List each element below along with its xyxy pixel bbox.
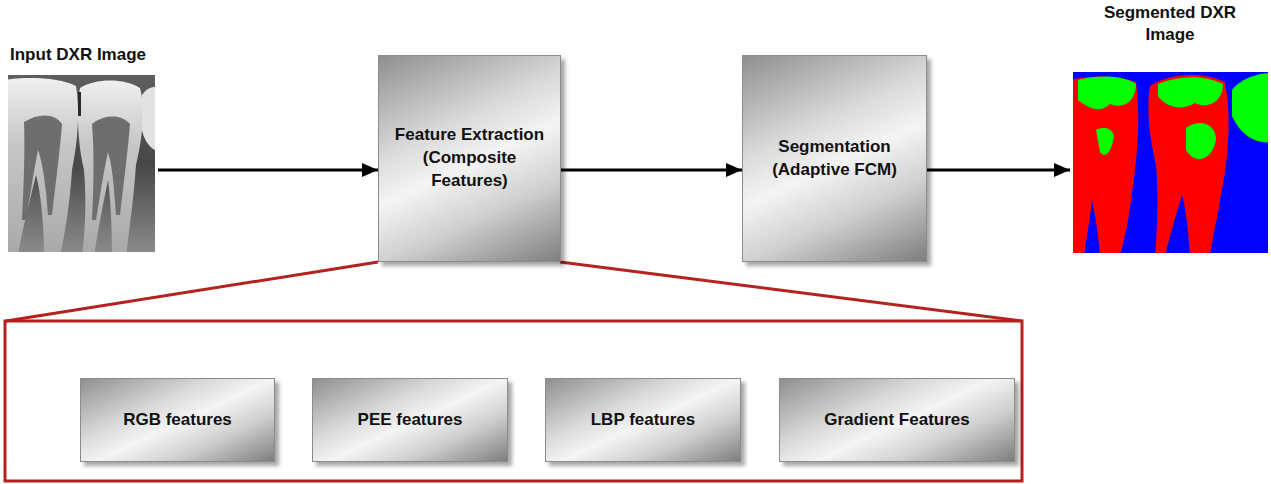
flow-arrow: [158, 169, 378, 172]
xray-image: [8, 75, 155, 252]
box-label: PEE features: [358, 409, 463, 432]
flow-arrow: [561, 169, 742, 172]
feature-box: RGB features: [80, 378, 275, 462]
feature-box: LBP features: [545, 378, 741, 462]
feature-box: Gradient Features: [779, 378, 1015, 462]
box-label: RGB features: [123, 409, 232, 432]
process-box: Segmentation (Adaptive FCM): [742, 55, 927, 262]
segmented-image: [1073, 72, 1268, 253]
image-caption: Segmented DXR Image: [1090, 2, 1250, 46]
box-label: Gradient Features: [824, 409, 970, 432]
output-image: Segmented DXR Image: [1070, 2, 1270, 254]
box-label: Segmentation (Adaptive FCM): [753, 136, 916, 182]
image-caption: Input DXR Image: [6, 44, 158, 67]
flow-arrow: [927, 169, 1070, 172]
process-box: Feature Extraction (Composite Features): [378, 55, 561, 262]
zoom-bracket: [5, 262, 1022, 481]
input-image: Input DXR Image: [6, 44, 158, 252]
box-label: LBP features: [591, 409, 696, 432]
box-label: Feature Extraction (Composite Features): [389, 124, 550, 193]
feature-box: PEE features: [312, 378, 508, 462]
